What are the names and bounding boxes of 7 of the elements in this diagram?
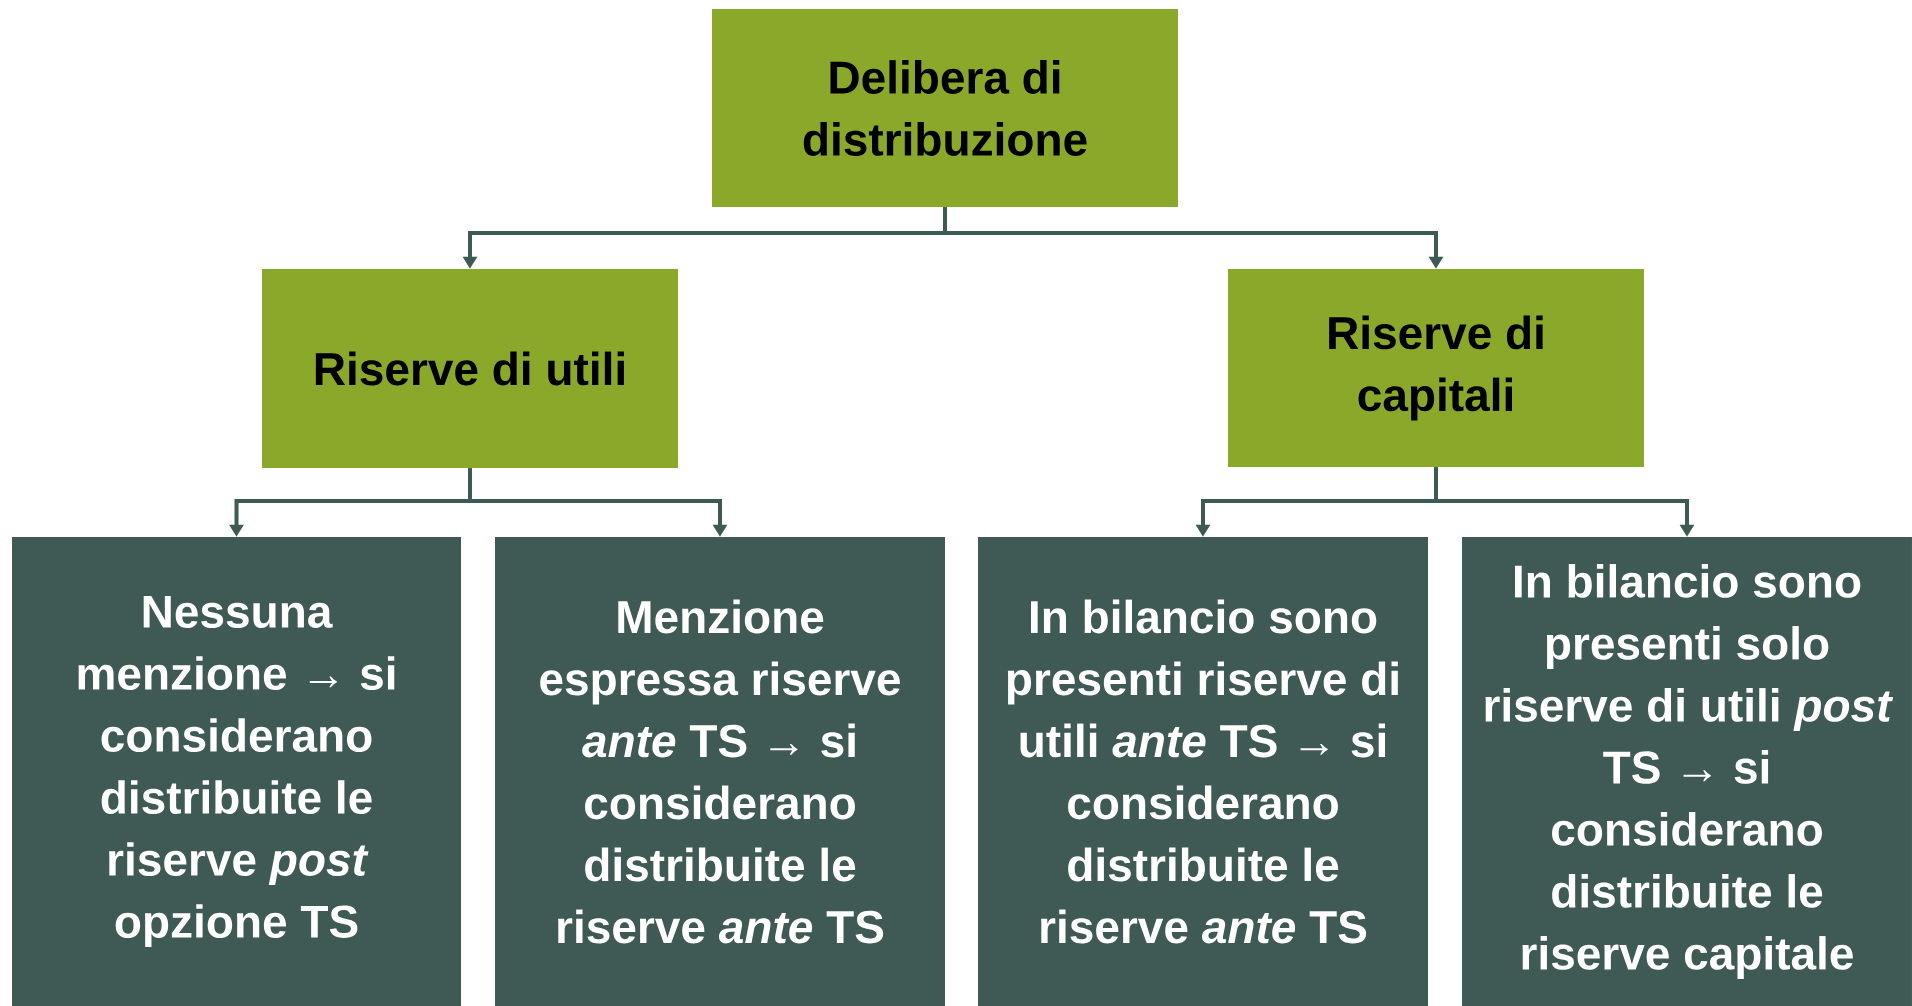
box: Riserve di utili	[262, 269, 678, 468]
box: In bilancio sono presenti solo riserve di utili post TS → si considerano distribuite le riserve capitale	[1462, 537, 1912, 1006]
box: In bilancio sono presenti riserve di utili ante TS → si considerano distribuite le riserve ante TS	[978, 537, 1428, 1006]
box: Menzione espressa riserve ante TS → si considerano distribuite le riserve ante TS	[495, 537, 945, 1006]
box: Delibera di distribuzione	[712, 9, 1178, 207]
box: Riserve di capitali	[1228, 269, 1644, 467]
box: Nessuna menzione → si considerano distribuite le riserve post opzione TS	[12, 537, 461, 1006]
